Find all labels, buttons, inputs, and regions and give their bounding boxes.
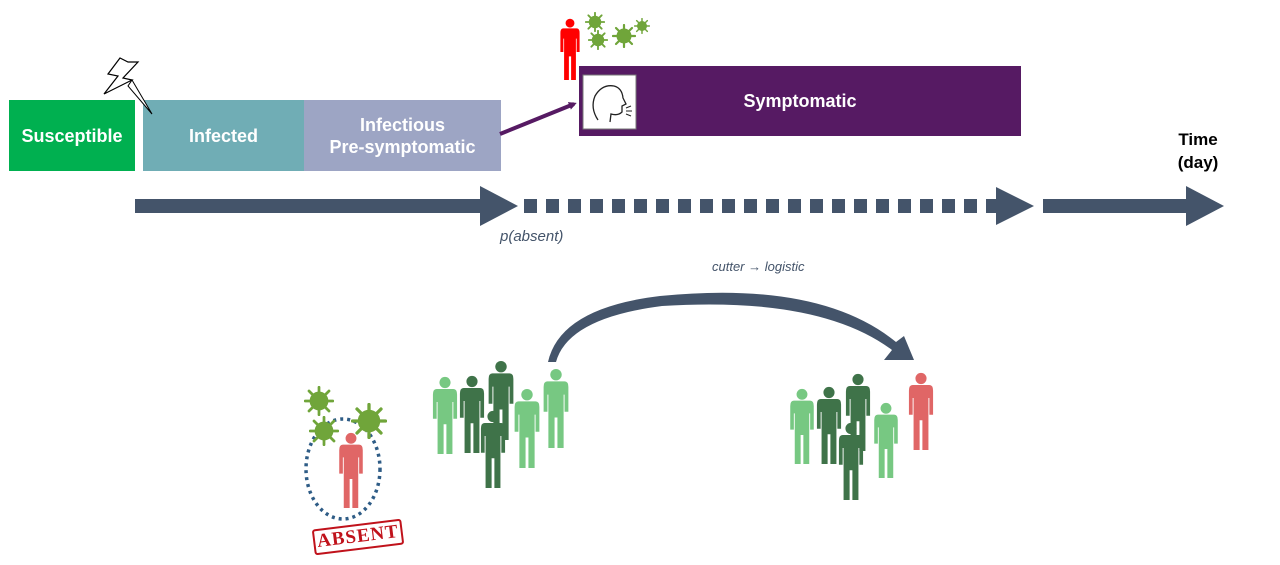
virus-icon [585, 12, 605, 32]
timeline-dash [546, 199, 559, 213]
person-icon [816, 386, 842, 464]
presymptomatic-label: Pre-symptomatic [329, 136, 476, 157]
time-label: Time [1178, 130, 1218, 149]
virus-icon [588, 30, 608, 50]
timeline-dash [876, 199, 889, 213]
susceptible-stage: Susceptible [9, 100, 135, 171]
timeline-dash [524, 199, 537, 213]
timeline-dash [986, 199, 999, 213]
timeline-dash [810, 199, 823, 213]
person-icon [514, 388, 540, 468]
person-icon [908, 372, 934, 450]
timeline-dash [612, 199, 625, 213]
timeline-dotted-arrowhead [996, 187, 1034, 225]
infectious-label: Infectious [359, 114, 445, 135]
timeline-dash [832, 199, 845, 213]
virus-icon [309, 416, 339, 446]
left-crowd [432, 360, 569, 488]
virus-icon [612, 24, 636, 48]
timeline-dash [920, 199, 933, 213]
absent-person-icon [339, 432, 363, 508]
transition-to-label: logistic [764, 259, 805, 274]
person-icon [790, 388, 814, 464]
infected-stage: Infected [143, 100, 304, 171]
person-icon [459, 375, 485, 453]
time-axis-label: Time (day) [1168, 128, 1228, 174]
timeline-dash [656, 199, 669, 213]
coughing-face-icon [582, 74, 637, 130]
p-absent-label: p(absent) [500, 228, 564, 245]
timeline-dash [964, 199, 977, 213]
timeline-dash [942, 199, 955, 213]
person-icon [874, 402, 898, 478]
person-icon [432, 376, 458, 454]
timeline-dash [788, 199, 801, 213]
infectious-presymptomatic-stage: Infectious Pre-symptomatic [304, 100, 501, 171]
timeline-dotted-segment [524, 199, 999, 213]
person-icon [480, 410, 506, 488]
sick-person-icon [560, 18, 580, 80]
virus-icon [304, 386, 334, 416]
timeline-solid-arrow-2 [1043, 186, 1224, 226]
person-icon [543, 368, 569, 448]
arrow-glyph: → [748, 259, 762, 274]
right-crowd [790, 372, 934, 500]
virus-icon [351, 403, 387, 439]
timeline-dash [634, 199, 647, 213]
timeline-solid-arrow-1 [135, 186, 518, 226]
timeline-dash [678, 199, 691, 213]
transition-from-label: cutter [712, 259, 745, 274]
timeline-dash [898, 199, 911, 213]
day-label: (day) [1177, 153, 1219, 172]
progression-arrow [499, 102, 577, 136]
virus-icon [634, 18, 650, 34]
timeline-dash [766, 199, 779, 213]
curved-arrow-icon [548, 292, 914, 362]
timeline-dash [722, 199, 735, 213]
symptomatic-stage: Symptomatic [579, 66, 1021, 136]
timeline-dash [568, 199, 581, 213]
timeline-dash [854, 199, 867, 213]
lightning-tail [127, 79, 153, 115]
timeline-dash [590, 199, 603, 213]
infected-label: Infected [188, 125, 258, 146]
transition-label: cutter → logistic [712, 259, 805, 274]
symptomatic-label: Symptomatic [743, 91, 857, 111]
timeline-dash [700, 199, 713, 213]
timeline-dash [744, 199, 757, 213]
susceptible-label: Susceptible [21, 125, 123, 146]
absent-circle [304, 417, 382, 521]
